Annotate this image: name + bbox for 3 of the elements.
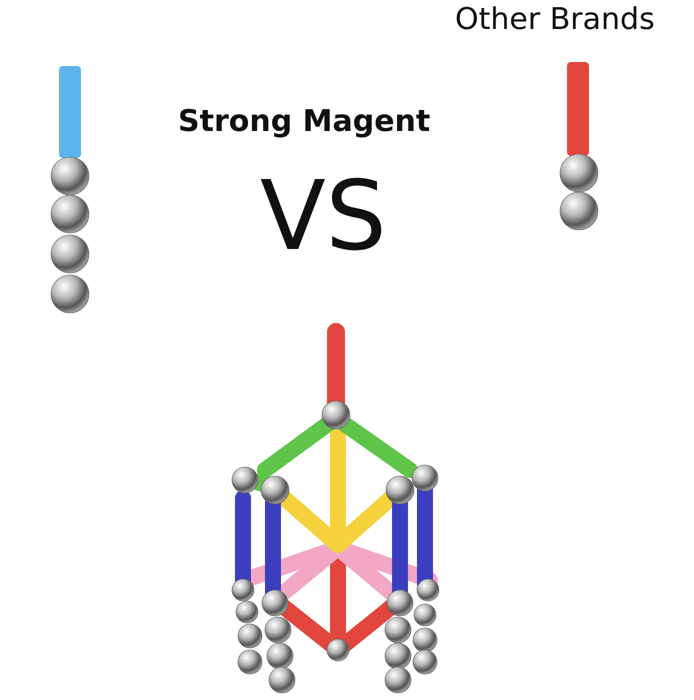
versus-text: VS [260,160,387,272]
heading: Strong Magent [178,104,430,139]
comparison-label: Other Brands [455,2,655,37]
